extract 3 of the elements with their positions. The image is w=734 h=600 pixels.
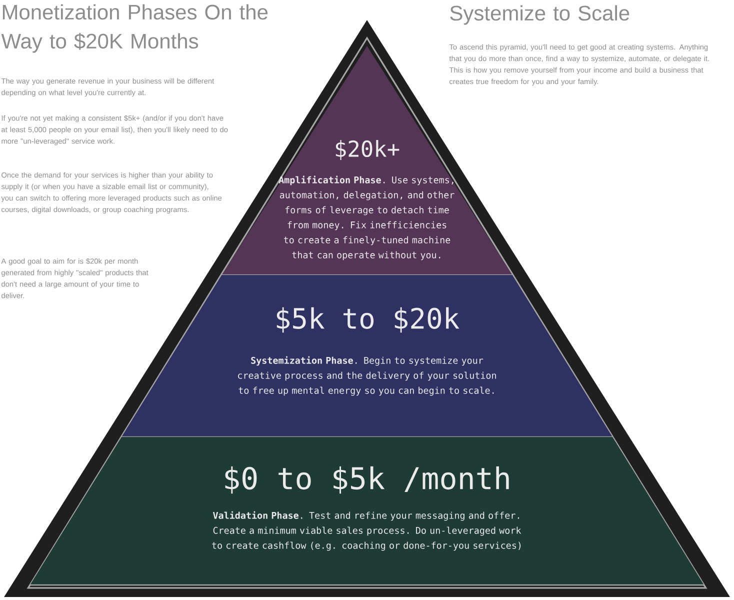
pyramid-band: $0 to $5k /month Validation Phase. Test and refine your messaging and offer. Create a minimum viable sales process. Do un-leveraged work to create cashflow (e.g. coaching or done-for-you services) [30, 436, 704, 586]
heading: Systemize to Scale [450, 5, 630, 25]
heading: Monetization Phases On the Way to $20K Months [1, 4, 268, 53]
